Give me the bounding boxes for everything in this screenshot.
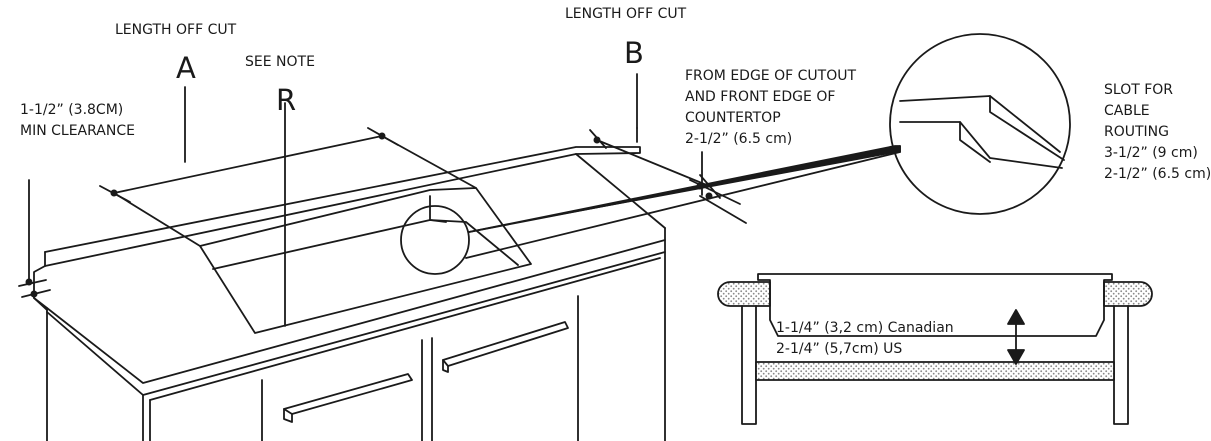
depth-line-1: 1-1/4” (3,2 cm) Canadian — [776, 320, 954, 336]
front-edge-line-2: AND FRONT EDGE OF — [685, 89, 836, 105]
depth-label: 1-1/4” (3,2 cm) Canadian 2-1/4” (5,7cm) … — [776, 318, 954, 360]
dimension-dots — [25, 132, 713, 298]
cross-section — [717, 273, 1153, 425]
front-edge-line-4: 2-1/2” (6.5 cm) — [685, 131, 793, 147]
cutout — [199, 187, 532, 334]
min-clearance-line-1: 1-1/2” (3.8CM) — [20, 102, 124, 118]
min-clearance-line-2: MIN CLEARANCE — [20, 123, 135, 139]
length-cut-b-label: LENGTH OFF CUT — [565, 6, 687, 22]
cabinet — [261, 295, 579, 441]
slot-line-2: CABLE — [1104, 103, 1150, 119]
length-cut-a-label: LENGTH OFF CUT — [115, 22, 237, 38]
depth-line-2: 2-1/4” (5,7cm) US — [776, 341, 903, 357]
front-edge-label: FROM EDGE OF CUTOUT AND FRONT EDGE OF CO… — [685, 66, 856, 150]
leader-lines — [184, 73, 703, 327]
magnifier — [400, 33, 1071, 275]
slot-label: SLOT FOR CABLE ROUTING 3-1/2” (9 cm) 2-1… — [1104, 80, 1211, 185]
slot-line-1: SLOT FOR — [1104, 82, 1174, 98]
front-edge-line-1: FROM EDGE OF CUTOUT — [685, 68, 857, 84]
countertop — [33, 146, 666, 441]
letter-r: R — [276, 83, 297, 117]
front-edge-line-3: COUNTERTOP — [685, 110, 781, 126]
min-clearance-label: 1-1/2” (3.8CM) MIN CLEARANCE — [20, 100, 160, 142]
letter-a: A — [176, 51, 196, 85]
see-note-label: SEE NOTE — [245, 54, 315, 70]
slot-line-4: 3-1/2” (9 cm) — [1104, 145, 1198, 161]
slot-line-3: ROUTING — [1104, 124, 1169, 140]
slot-line-5: 2-1/2” (6.5 cm) — [1104, 166, 1211, 182]
letter-b: B — [624, 36, 644, 70]
